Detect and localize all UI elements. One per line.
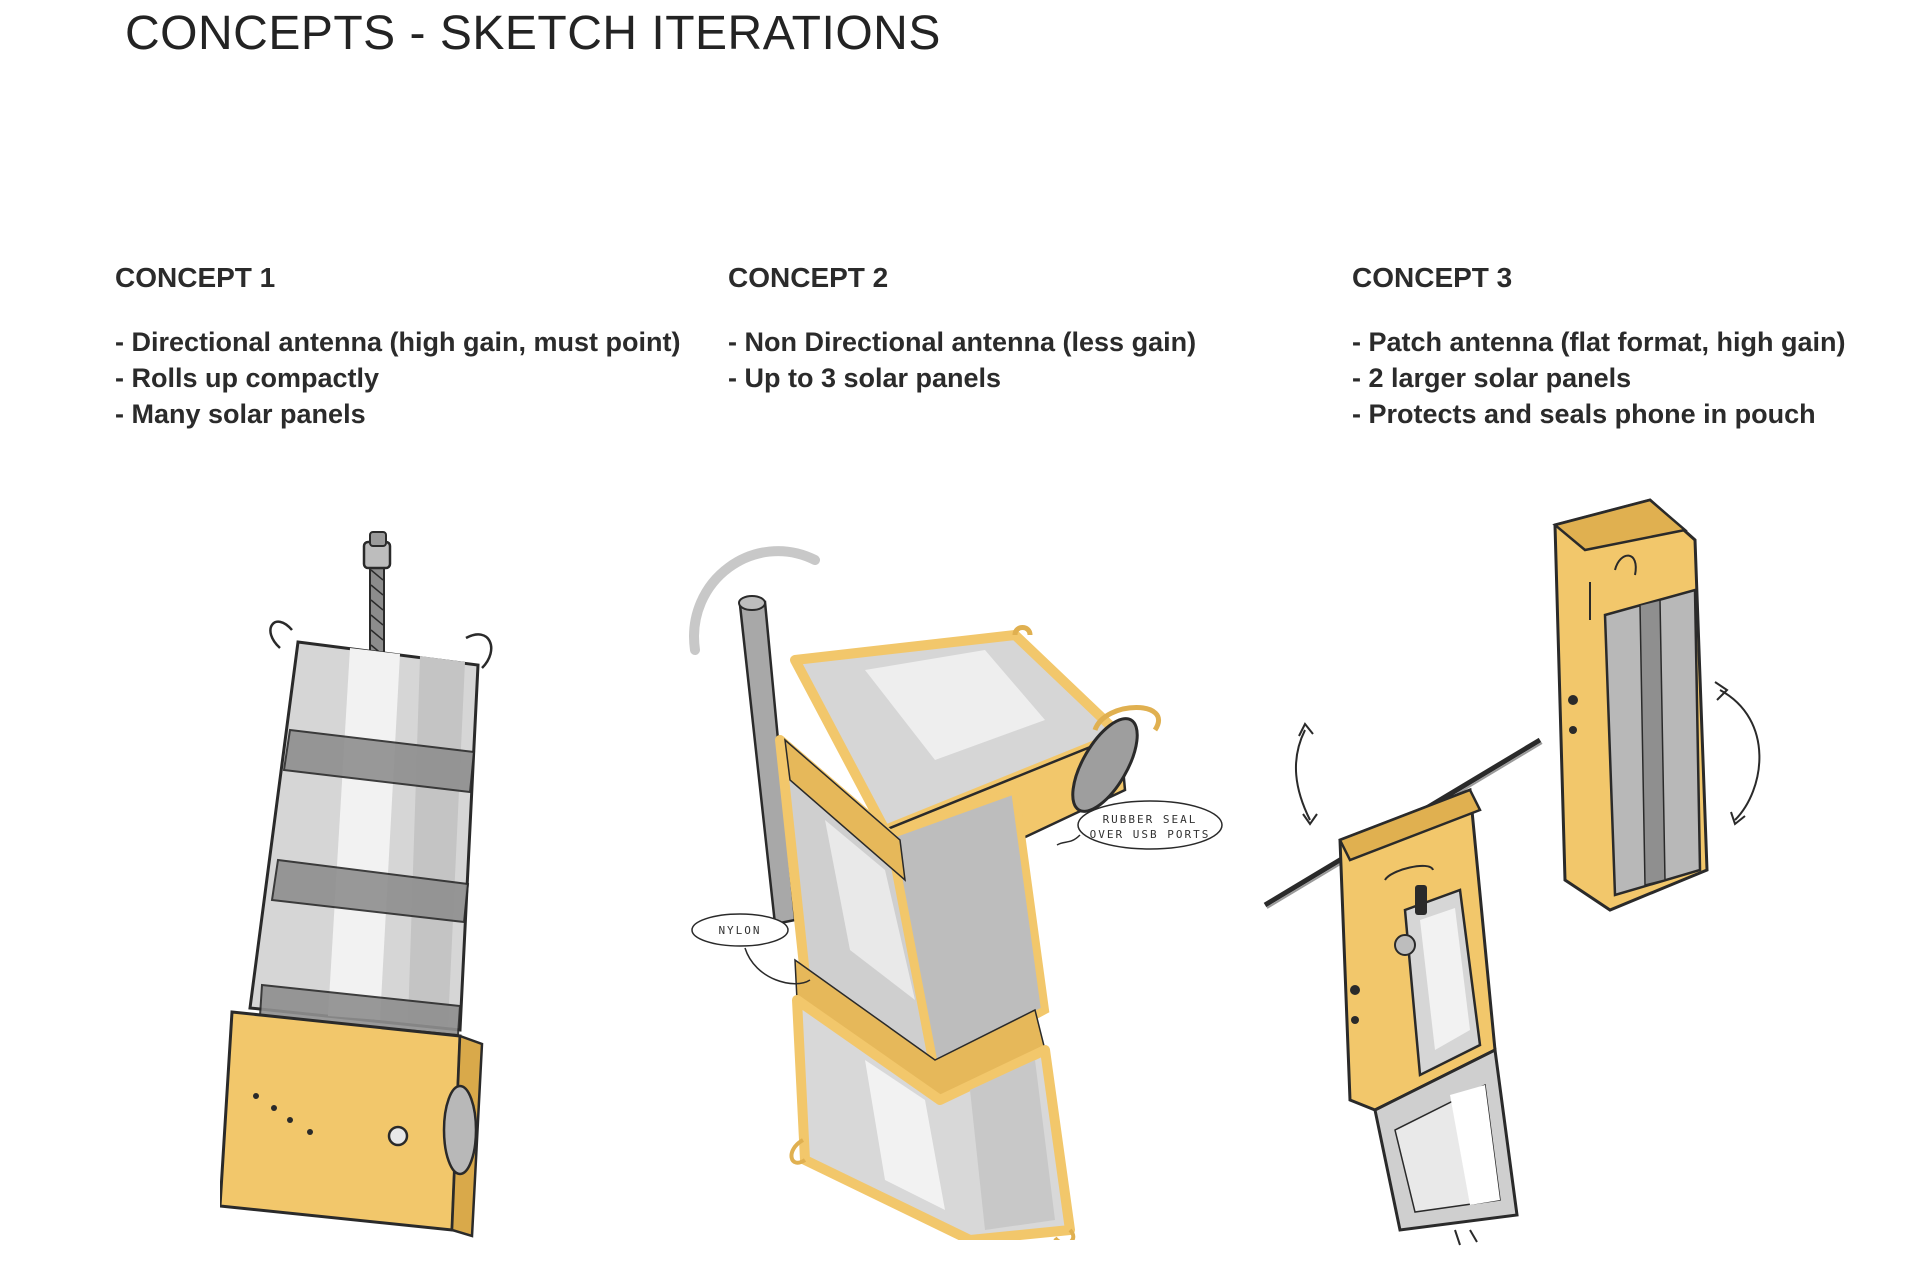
pouch-front-view (1338, 787, 1497, 1112)
battery-base (220, 1010, 484, 1238)
concept-3-bullet: - Patch antenna (flat format, high gain) (1352, 327, 1846, 357)
concept-1-bullet: - Rolls up compactly (115, 363, 380, 393)
rotate-arrow-icon (1719, 689, 1761, 821)
solar-panel-roll (248, 640, 480, 1037)
concept-2-bullet: - Up to 3 solar panels (728, 363, 1002, 393)
concept-2-block: CONCEPT 2 - Non Directional antenna (les… (728, 262, 1196, 396)
usb-ports-label: OVER USB PORTS (1090, 828, 1211, 841)
concept-3-bullet: - 2 larger solar panels (1352, 363, 1632, 393)
concept-1-sketch (220, 531, 493, 1238)
concept-1-bullet: - Many solar panels (115, 399, 366, 429)
signal-arc-icon (689, 546, 820, 655)
page-title: CONCEPTS - SKETCH ITERATIONS (125, 7, 941, 60)
folding-solar-flap (1373, 1047, 1519, 1246)
concept-1-bullets: - Directional antenna (high gain, must p… (115, 324, 681, 432)
concept-1-bullet: - Directional antenna (high gain, must p… (115, 327, 681, 357)
pouch-rear-view (1552, 498, 1709, 912)
nylon-callout: NYLON (691, 913, 811, 985)
concept-3-bullets: - Patch antenna (flat format, high gain)… (1352, 324, 1846, 432)
concept-2-bullet: - Non Directional antenna (less gain) (728, 327, 1197, 357)
concept-1-block: CONCEPT 1 - Directional antenna (high ga… (115, 262, 681, 432)
directional-antenna-icon (362, 531, 392, 676)
concept-2-sketch: NYLON RUBBER SEAL OVER USB PORTS (689, 546, 1223, 1240)
concept-2-bullets: - Non Directional antenna (less gain) - … (728, 324, 1196, 396)
concept-2-title: CONCEPT 2 (728, 262, 889, 293)
concept-3-block: CONCEPT 3 - Patch antenna (flat format, … (1352, 262, 1846, 432)
concept-3-sketch (1263, 498, 1761, 1246)
rubber-seal-callout: RUBBER SEAL OVER USB PORTS (1056, 800, 1223, 850)
concept-1-title: CONCEPT 1 (115, 262, 276, 293)
concept-3-title: CONCEPT 3 (1352, 262, 1513, 293)
concept-3-bullet: - Protects and seals phone in pouch (1352, 399, 1816, 429)
nylon-label: NYLON (718, 924, 761, 937)
rubber-seal-label: RUBBER SEAL (1103, 813, 1198, 826)
rotate-arrow-icon (1294, 729, 1311, 821)
